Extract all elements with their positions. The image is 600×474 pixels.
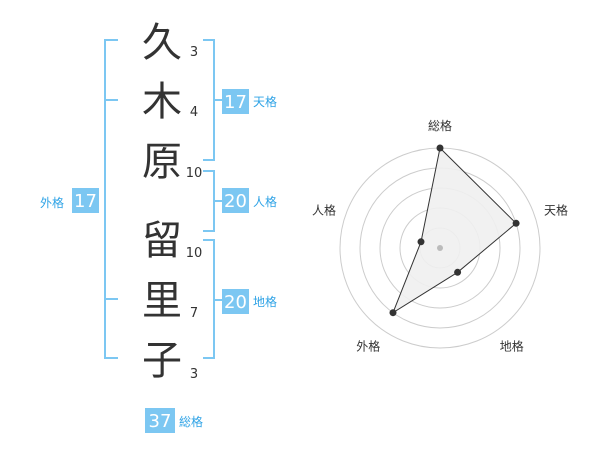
chikaku-label: 地格 [253, 294, 277, 309]
stroke-count-1: 3 [190, 45, 198, 60]
tenkaku-label: 天格 [253, 94, 277, 109]
kanji-5: 里 [142, 278, 182, 324]
gaikaku-value: 17 [74, 191, 97, 212]
tenkaku-box [222, 89, 249, 114]
stroke-count-3: 10 [186, 166, 203, 181]
radar-axis-label-3: 地格 [500, 339, 524, 354]
radar-axis-label-5: 人格 [312, 202, 336, 217]
soukaku-box [145, 408, 175, 433]
fortune-boxes: 17 天格 20 人格 20 地格 外格 17 37 総格 [40, 89, 277, 433]
jinkaku-label: 人格 [253, 194, 277, 209]
chikaku-bracket [203, 239, 215, 359]
jinkaku-value: 20 [224, 191, 247, 212]
radar-point-5 [417, 238, 425, 246]
gaikaku-bracket [104, 39, 118, 359]
soukaku-label: 総格 [179, 414, 203, 429]
kanji-4: 留 [142, 218, 182, 264]
chikaku-box [222, 289, 249, 314]
gaikaku-box [72, 188, 99, 213]
stroke-count-2: 4 [190, 105, 198, 120]
kanji-1: 久 [142, 20, 182, 66]
stroke-count-4: 10 [186, 246, 203, 261]
stroke-counts: 3 4 10 10 7 3 [186, 45, 203, 382]
radar-center-point [437, 245, 443, 251]
kanji-3: 原 [142, 139, 182, 185]
radar-point-3 [454, 268, 462, 276]
jinkaku-box [222, 188, 249, 213]
brackets [104, 39, 222, 359]
radar-polygon [391, 146, 517, 314]
kanji-2: 木 [142, 79, 182, 125]
stroke-count-5: 7 [190, 306, 198, 321]
soukaku-value: 37 [149, 411, 172, 432]
jinkaku-bracket [203, 170, 215, 232]
radar-axis-label-2: 天格 [544, 202, 568, 217]
radar-point-1 [436, 144, 444, 152]
stroke-count-6: 3 [190, 367, 198, 382]
name-characters: 久 木 原 留 里 子 [142, 20, 182, 384]
tenkaku-bracket [203, 39, 215, 161]
radar-point-2 [512, 219, 520, 227]
radar-point-4 [389, 309, 397, 317]
chikaku-value: 20 [224, 292, 247, 313]
gaikaku-label: 外格 [40, 195, 64, 210]
kanji-6: 子 [142, 338, 182, 384]
tenkaku-value: 17 [224, 92, 247, 113]
radar-axis-label-4: 外格 [356, 339, 380, 354]
radar-axis-label-1: 総格 [428, 118, 452, 133]
